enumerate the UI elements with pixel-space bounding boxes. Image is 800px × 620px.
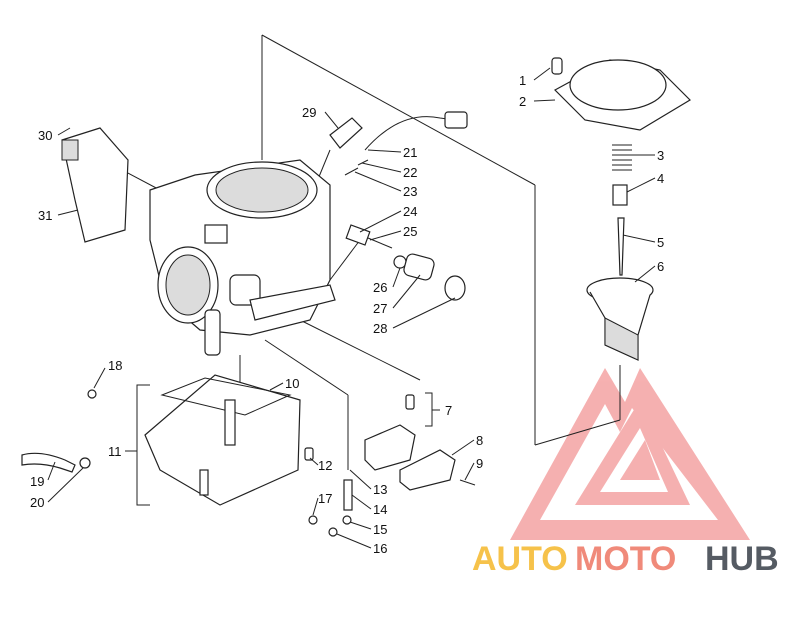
label-17: 17 — [318, 491, 332, 506]
label-24: 24 — [403, 204, 417, 219]
label-12: 12 — [318, 458, 332, 473]
label-18: 18 — [108, 358, 122, 373]
throttle-slide — [586, 277, 654, 361]
label-14: 14 — [373, 502, 387, 517]
label-29: 29 — [302, 105, 316, 120]
watermark-auto: AUTO — [472, 540, 568, 578]
watermark-text: AUTO MOTO HUB — [472, 540, 779, 578]
label-22: 22 — [403, 165, 417, 180]
floats — [364, 394, 476, 491]
label-31: 31 — [38, 208, 52, 223]
label-13: 13 — [373, 482, 387, 497]
label-28: 28 — [373, 321, 387, 336]
group-brackets — [125, 384, 440, 506]
label-10: 10 — [285, 376, 299, 391]
label-8: 8 — [476, 433, 483, 448]
label-1: 1 — [519, 73, 526, 88]
watermark-hub: HUB — [705, 540, 779, 578]
small-hardware — [21, 389, 353, 537]
label-5: 5 — [657, 235, 664, 250]
carburetor-body — [149, 159, 336, 356]
label-15: 15 — [373, 522, 387, 537]
watermark-logo-mark — [510, 368, 750, 540]
label-9: 9 — [476, 456, 483, 471]
label-6: 6 — [657, 259, 664, 274]
top-cover — [551, 57, 691, 131]
jet-parts — [344, 159, 466, 301]
part-number-labels: 1 2 3 4 5 6 7 8 9 10 11 12 13 14 15 16 1… — [30, 73, 664, 556]
label-20: 20 — [30, 495, 44, 510]
leader-lines — [74, 34, 621, 470]
label-4: 4 — [657, 171, 664, 186]
choke-cover — [61, 127, 129, 243]
watermark-moto: MOTO — [575, 540, 676, 578]
label-25: 25 — [403, 224, 417, 239]
label-3: 3 — [657, 148, 664, 163]
needle-assembly — [612, 144, 632, 276]
label-21: 21 — [403, 145, 417, 160]
label-7: 7 — [445, 403, 452, 418]
label-30: 30 — [38, 128, 52, 143]
label-19: 19 — [30, 474, 44, 489]
label-11: 11 — [108, 444, 122, 459]
float-bowl — [144, 374, 301, 506]
label-2: 2 — [519, 94, 526, 109]
label-23: 23 — [403, 184, 417, 199]
label-27: 27 — [373, 301, 387, 316]
label-leaders — [47, 67, 656, 549]
cable-assembly — [329, 111, 468, 151]
label-16: 16 — [373, 541, 387, 556]
label-26: 26 — [373, 280, 387, 295]
